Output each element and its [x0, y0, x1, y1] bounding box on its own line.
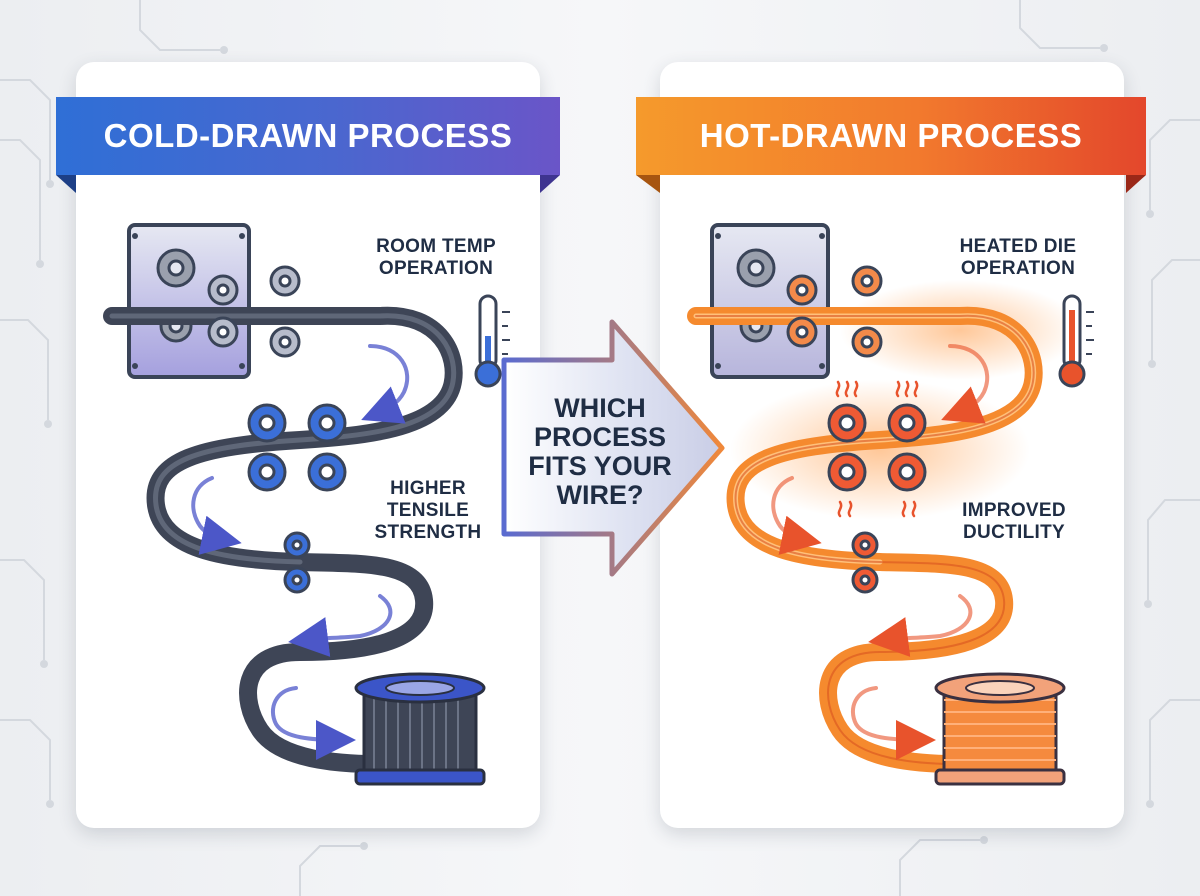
hot-drawn-title: HOT-DRAWN PROCESS: [636, 97, 1146, 175]
center-question: WHICH PROCESS FITS YOUR WIRE?: [528, 393, 672, 510]
cold-drawn-title: COLD-DRAWN PROCESS: [56, 97, 560, 175]
ductility-label: IMPROVED DUCTILITY: [962, 500, 1066, 543]
spool-icon: [354, 672, 486, 786]
gear-icon: [736, 248, 776, 343]
ribbon-fold: [540, 175, 560, 193]
heat-wave-icon: [835, 380, 919, 518]
spool-icon: [934, 672, 1066, 786]
roller-icon: [786, 265, 927, 594]
center-arrow: [501, 319, 725, 577]
ribbon-fold: [1126, 175, 1146, 193]
ribbon-fold: [56, 175, 76, 193]
tensile-strength-label: HIGHER TENSILE STRENGTH: [374, 478, 482, 543]
arrow-icon: [191, 344, 410, 760]
thermometer-icon: [474, 294, 510, 388]
ribbon-fold: [636, 175, 660, 193]
roller-icon: [207, 265, 347, 594]
room-temp-label: ROOM TEMP OPERATION: [376, 236, 496, 279]
thermometer-icon: [1058, 294, 1094, 388]
arrow-icon: [771, 344, 990, 760]
heated-die-label: HEATED DIE OPERATION: [959, 236, 1077, 279]
